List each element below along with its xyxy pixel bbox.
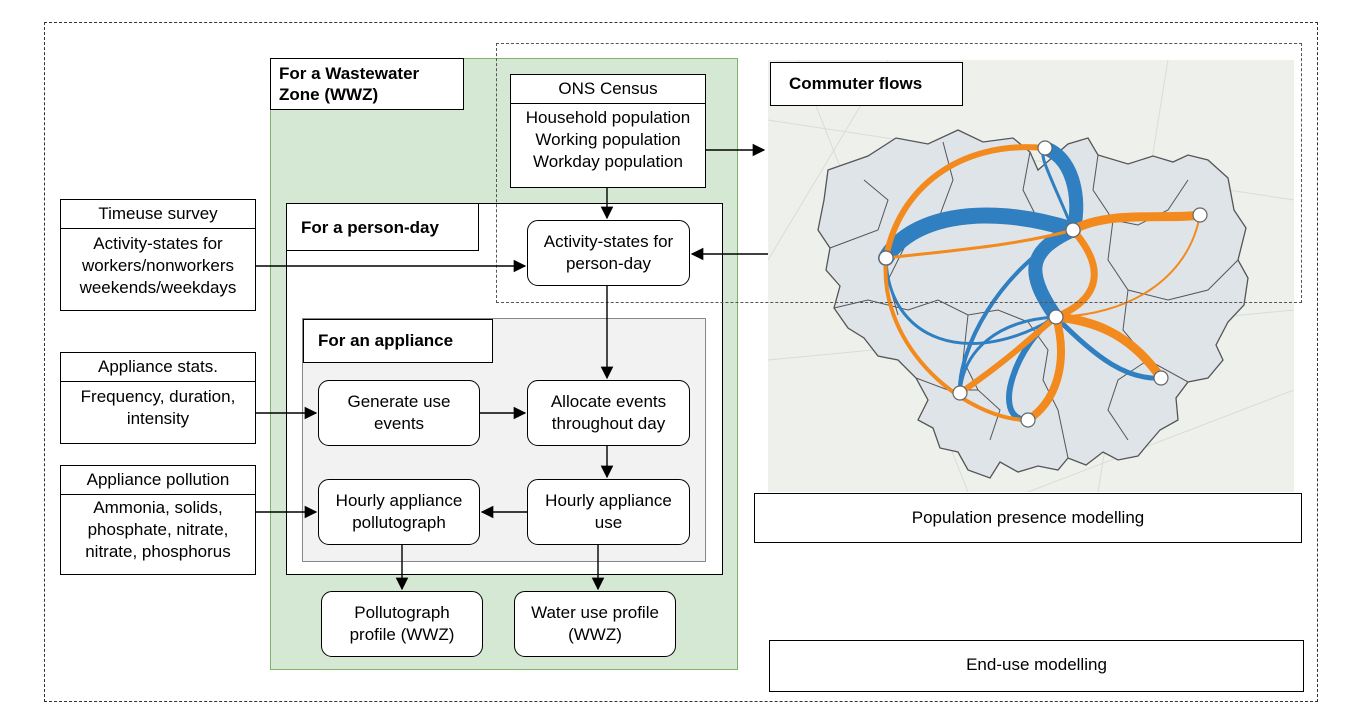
appliance-title-text: For an appliance [318,331,454,350]
flow-node [1153,370,1169,386]
activity-states-box: Activity-states for person-day [527,220,690,286]
ons-census-line: Household population [525,108,691,127]
ons-census-line: Working population [535,130,681,149]
commuter-flow-map [768,60,1294,492]
flow-node [1065,222,1081,238]
flow-node [1020,412,1036,428]
end-use-text: End-use modelling [966,655,1107,674]
water-use-profile-box: Water use profile (WWZ) [514,591,676,657]
flow-node [952,385,968,401]
hourly-pollutograph-line: Hourly appliance [335,491,463,510]
appliance-stats-box: Appliance stats. Frequency, duration, in… [60,352,256,444]
flow-node [1192,207,1208,223]
generate-events-line: Generate use [347,392,451,411]
appliance-pollution-line: phosphate, nitrate, [87,520,229,539]
generate-events-box: Generate use events [318,380,480,446]
appliance-stats-header: Appliance stats. [61,353,255,382]
person-day-title: For a person-day [286,203,479,251]
flow-node [1037,140,1053,156]
timeuse-survey-line: Activity-states for [93,234,223,253]
allocate-events-box: Allocate events throughout day [527,380,690,446]
appliance-stats-line: Frequency, duration, [80,387,236,406]
wwz-title-line: For a Wastewater [279,64,420,83]
ons-census-box: ONS Census Household population Working … [510,74,706,188]
activity-states-line: Activity-states for [543,232,674,251]
population-presence-text: Population presence modelling [911,508,1145,527]
pollutograph-profile-line: profile (WWZ) [349,625,455,644]
allocate-events-line: throughout day [551,414,666,433]
appliance-title: For an appliance [303,319,493,363]
commuter-flows-title: Commuter flows [770,62,963,106]
hourly-use-box: Hourly appliance use [527,479,690,545]
water-use-profile-line: (WWZ) [568,625,622,644]
appliance-pollution-line: nitrate, phosphorus [85,542,231,561]
population-presence-frame [496,43,1302,303]
person-day-title-text: For a person-day [301,218,439,237]
wwz-title: For a Wastewater Zone (WWZ) [270,58,464,110]
appliance-stats-line: intensity [126,409,190,428]
allocate-events-line: Allocate events [550,392,667,411]
hourly-use-line: use [594,513,623,532]
appliance-pollution-box: Appliance pollution Ammonia, solids, pho… [60,465,256,575]
activity-states-line: person-day [565,254,652,273]
flow-node [878,250,894,266]
timeuse-survey-line: weekends/weekdays [79,278,237,297]
hourly-use-line: Hourly appliance [545,491,672,510]
pollutograph-profile-line: Pollutograph [354,603,450,622]
flow-node [1048,309,1064,325]
end-use-label: End-use modelling [769,640,1304,692]
timeuse-survey-box: Timeuse survey Activity-states for worke… [60,199,256,311]
generate-events-line: events [373,414,425,433]
water-use-profile-line: Water use profile [531,603,659,622]
appliance-pollution-line: Ammonia, solids, [93,498,223,517]
ons-census-header: ONS Census [511,75,705,104]
pollutograph-profile-box: Pollutograph profile (WWZ) [321,591,483,657]
wwz-title-line: Zone (WWZ) [279,85,379,104]
timeuse-survey-header: Timeuse survey [61,200,255,229]
commuter-flows-text: Commuter flows [789,74,923,93]
population-presence-label: Population presence modelling [754,493,1302,543]
hourly-pollutograph-line: pollutograph [352,513,446,532]
hourly-pollutograph-box: Hourly appliance pollutograph [318,479,480,545]
timeuse-survey-line: workers/nonworkers [81,256,235,275]
appliance-pollution-header: Appliance pollution [61,466,255,495]
ons-census-line: Workday population [533,152,683,171]
